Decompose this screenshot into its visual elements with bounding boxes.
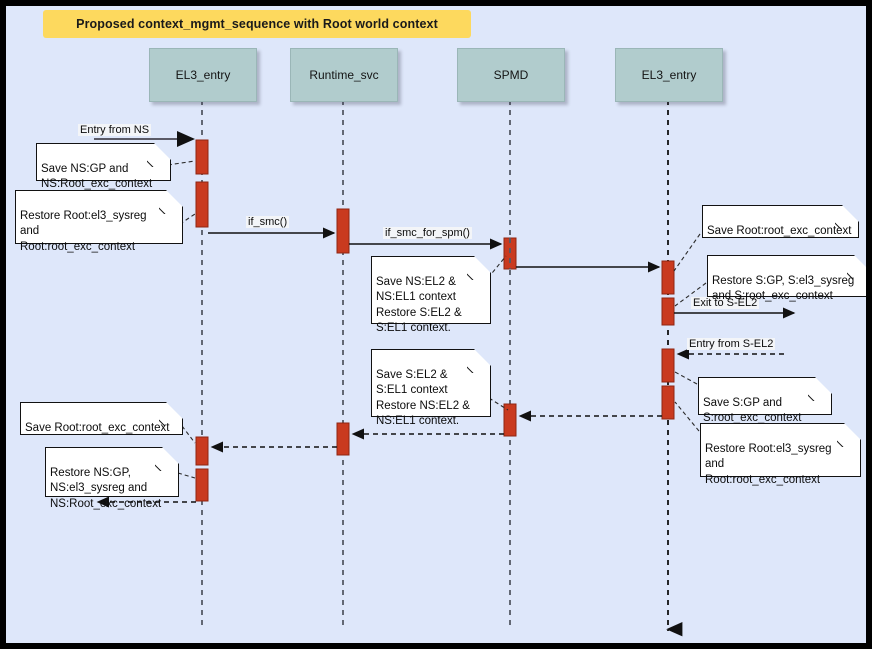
note-text: Save Root:root_exc_context: [707, 224, 852, 237]
note-fold-line: [155, 447, 179, 471]
activation-runtime-2: [336, 422, 350, 456]
note-fold-line: [847, 255, 866, 279]
note-text: Restore Root:el3_sysreg and Root:root_ex…: [20, 209, 147, 253]
connector-restore-ns-gp: [177, 472, 196, 479]
note-fold-line: [808, 377, 832, 401]
activation-el3-left-4: [195, 468, 209, 502]
activation-el3-right-2: [661, 297, 675, 326]
message-label-if-smc-for-spm: if_smc_for_spm(): [383, 227, 472, 239]
note-restore-ns-gp: Restore NS:GP, NS:el3_sysreg and NS:Root…: [45, 447, 179, 510]
note-text: Restore S:GP, S:el3_sysreg and S:root_ex…: [712, 274, 855, 303]
lifeline-head-el3-entry-left[interactable]: EL3_entry: [149, 48, 257, 102]
activation-el3-right-1: [661, 260, 675, 295]
note-save-ns-gp: Save NS:GP and NS:Root_exc_context: [36, 143, 171, 190]
activation-el3-left-1: [195, 139, 209, 175]
lifeline-head-runtime-svc[interactable]: Runtime_svc: [290, 48, 398, 102]
activation-spmd-2: [503, 403, 517, 437]
note-save-s-el2: Save S:EL2 & S:EL1 context Restore NS:EL…: [371, 349, 491, 427]
connector-save-s-el2: [488, 397, 509, 411]
note-fold-line: [159, 402, 183, 426]
lifeline-label-el3-entry-right: EL3_entry: [641, 68, 697, 82]
message-label-exit-to-s-el2: Exit to S-EL2: [691, 297, 760, 309]
activation-el3-left-3: [195, 436, 209, 466]
note-save-ns-el2: Save NS:EL2 & NS:EL1 context Restore S:E…: [371, 256, 491, 334]
activation-el3-right-3: [661, 348, 675, 383]
note-restore-root-exc-right: Restore Root:el3_sysreg and Root:root_ex…: [700, 423, 861, 486]
lifeline-label-el3-entry-left: EL3_entry: [175, 68, 231, 82]
lifeline-head-spmd[interactable]: SPMD: [457, 48, 565, 102]
page-title: Proposed context_mgmt_sequence with Root…: [76, 17, 438, 31]
note-text: Save S:EL2 & S:EL1 context Restore NS:EL…: [376, 368, 470, 428]
note-fold-line: [467, 256, 491, 280]
note-fold-line: [837, 423, 861, 447]
note-restore-root-exc-left: Restore Root:el3_sysreg and Root:root_ex…: [15, 190, 183, 253]
note-text: Save Root:root_exc_context: [25, 421, 170, 434]
activation-runtime-1: [336, 208, 350, 254]
activation-spmd-1: [503, 237, 517, 270]
connector-restore-root-2: [674, 401, 700, 432]
note-fold-line: [147, 143, 171, 167]
connector-save-s-gp: [674, 371, 698, 385]
lifeline-label-runtime-svc: Runtime_svc: [309, 68, 379, 82]
note-restore-s-gp: Restore S:GP, S:el3_sysreg and S:root_ex…: [707, 255, 866, 302]
lifeline-head-el3-entry-right[interactable]: EL3_entry: [615, 48, 723, 102]
note-fold-line: [835, 205, 859, 229]
note-text: Restore Root:el3_sysreg and Root:root_ex…: [705, 442, 832, 486]
connector-save-root-r: [673, 233, 701, 272]
note-save-root-exc-right: Save Root:root_exc_context: [702, 205, 859, 238]
sequence-diagram-canvas: Proposed context_mgmt_sequence with Root…: [6, 6, 866, 643]
message-label-entry-from-ns: Entry from NS: [78, 124, 152, 136]
note-text: Save S:GP and S:root_exc_context: [703, 396, 802, 425]
activation-el3-left-2: [195, 181, 209, 228]
diagram-title-banner: Proposed context_mgmt_sequence with Root…: [43, 10, 471, 38]
message-label-entry-from-s-el2: Entry from S-EL2: [687, 338, 776, 350]
note-text: Restore NS:GP, NS:el3_sysreg and NS:Root…: [50, 466, 162, 510]
message-label-if-smc: if_smc(): [246, 216, 290, 228]
lifeline-label-spmd: SPMD: [493, 68, 529, 82]
note-save-root-exc-left-lower: Save Root:root_exc_context: [20, 402, 183, 435]
connector-save-root-l: [181, 425, 196, 444]
activation-el3-right-4: [661, 385, 675, 420]
note-text: Save NS:GP and NS:Root_exc_context: [41, 162, 153, 191]
note-text: Save NS:EL2 & NS:EL1 context Restore S:E…: [376, 275, 462, 335]
note-save-s-gp: Save S:GP and S:root_exc_context: [698, 377, 832, 424]
note-fold-line: [159, 190, 183, 214]
note-fold-line: [467, 349, 491, 373]
